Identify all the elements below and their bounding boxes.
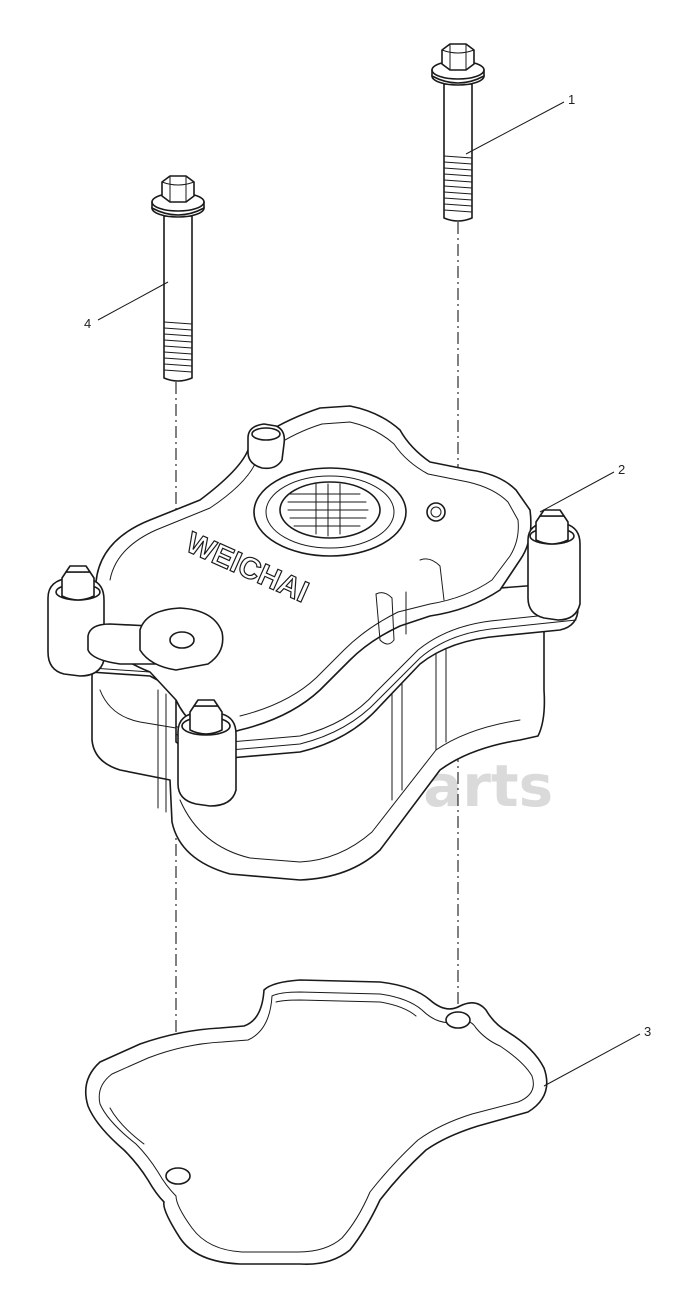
valve-cover: WEICHAI <box>47 405 581 881</box>
callout-label-1: 1 <box>568 92 575 107</box>
callout-label-3: 3 <box>644 1024 651 1039</box>
callout-label-4: 4 <box>84 316 91 331</box>
callout-label-2: 2 <box>618 462 625 477</box>
bolt-short <box>151 175 205 382</box>
callout-1: 1 <box>465 92 575 155</box>
callout-3: 3 <box>543 1024 651 1087</box>
callout-2: 2 <box>539 462 625 513</box>
callout-4: 4 <box>84 281 169 331</box>
bolt-long <box>431 43 485 222</box>
gasket <box>84 979 548 1266</box>
